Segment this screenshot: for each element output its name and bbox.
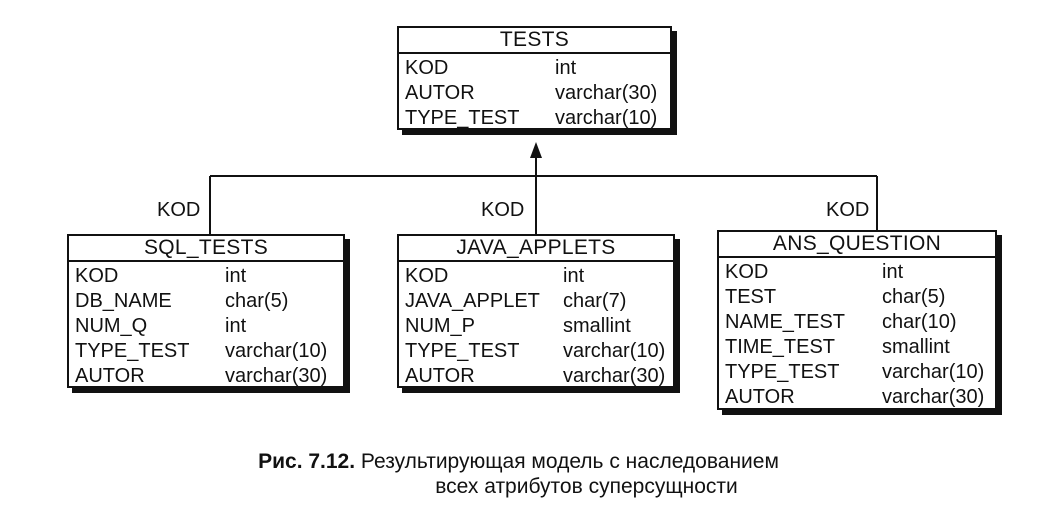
entity-sql-tests: SQL_TESTS KOD int DB_NAME char(5) NUM_Q int… (67, 234, 350, 393)
entity-tests: TESTS KOD int AUTOR varchar(30) TYPE_TEST v… (397, 26, 677, 135)
field-type: char(10) (882, 311, 957, 333)
field-row: TYPE_TEST varchar(10) (75, 339, 343, 364)
field-type: int (563, 265, 585, 287)
field-type: varchar(30) (555, 82, 658, 104)
field-row: DB_NAME char(5) (75, 289, 343, 314)
field-row: KOD int (405, 264, 673, 289)
field-type: smallint (882, 336, 950, 358)
field-name: NAME_TEST (725, 311, 846, 333)
field-name: AUTOR (725, 386, 795, 408)
field-row: TIME_TEST smallint (725, 335, 995, 360)
field-type: varchar(10) (555, 107, 658, 129)
field-type: int (225, 315, 247, 337)
field-name: AUTOR (405, 82, 475, 104)
field-type: varchar(10) (882, 361, 985, 383)
field-type: int (882, 261, 904, 283)
field-type: smallint (563, 315, 631, 337)
field-row: AUTOR varchar(30) (725, 385, 995, 410)
figure-number: Рис. 7.12. (258, 450, 356, 473)
field-row: AUTOR varchar(30) (405, 364, 673, 389)
inheritance-arrowhead (530, 142, 542, 158)
field-name: KOD (725, 261, 769, 283)
field-row: NUM_Q int (75, 314, 343, 339)
field-name: NUM_P (405, 315, 476, 337)
field-row: TEST char(5) (725, 285, 995, 310)
field-name: DB_NAME (75, 290, 172, 312)
field-row: NUM_P smallint (405, 314, 673, 339)
relationship-label-center: KOD (481, 199, 525, 221)
entity-title: SQL_TESTS (69, 236, 343, 262)
relationship-label-left: KOD (157, 199, 201, 221)
field-name: KOD (75, 265, 119, 287)
field-row: TYPE_TEST varchar(10) (405, 339, 673, 364)
entity-title: ANS_QUESTION (719, 232, 995, 258)
field-type: varchar(10) (225, 340, 328, 362)
entity-ans-question: ANS_QUESTION KOD int TEST char(5) NAME_TES… (717, 230, 1002, 415)
field-name: JAVA_APPLET (405, 290, 540, 312)
field-name: AUTOR (75, 365, 145, 387)
field-row: TYPE_TEST varchar(10) (405, 106, 670, 131)
field-type: varchar(10) (563, 340, 666, 362)
field-name: TYPE_TEST (405, 107, 520, 129)
field-type: char(5) (225, 290, 289, 312)
field-type: char(7) (563, 290, 627, 312)
field-name: TYPE_TEST (725, 361, 840, 383)
field-row: TYPE_TEST varchar(10) (725, 360, 995, 385)
entity-title: JAVA_APPLETS (399, 236, 673, 262)
figure-caption-continued: всех атрибутов суперсущности (68, 474, 1037, 500)
field-row: NAME_TEST char(10) (725, 310, 995, 335)
field-name: KOD (405, 265, 449, 287)
figure-caption: Рис. 7.12. Результирующая модель с насле… (0, 449, 1037, 475)
field-type: int (225, 265, 247, 287)
field-type: varchar(30) (882, 386, 985, 408)
field-row: KOD int (75, 264, 343, 289)
field-name: TEST (725, 286, 777, 308)
relationship-label-right: KOD (826, 199, 870, 221)
field-row: KOD int (405, 56, 670, 81)
caption-line-1: Результирующая модель с наследованием (360, 450, 779, 473)
field-name: TYPE_TEST (75, 340, 190, 362)
field-name: KOD (405, 57, 449, 79)
entity-java-applets: JAVA_APPLETS KOD int JAVA_APPLET char(7) N… (397, 234, 680, 393)
field-row: JAVA_APPLET char(7) (405, 289, 673, 314)
field-row: AUTOR varchar(30) (75, 364, 343, 389)
field-name: NUM_Q (75, 315, 148, 337)
field-row: KOD int (725, 260, 995, 285)
entity-title: TESTS (399, 28, 670, 54)
field-type: varchar(30) (225, 365, 328, 387)
field-type: int (555, 57, 577, 79)
field-name: AUTOR (405, 365, 475, 387)
caption-line-2: всех атрибутов суперсущности (435, 475, 738, 498)
field-name: TIME_TEST (725, 336, 836, 358)
field-name: TYPE_TEST (405, 340, 520, 362)
field-row: AUTOR varchar(30) (405, 81, 670, 106)
field-type: char(5) (882, 286, 946, 308)
field-type: varchar(30) (563, 365, 666, 387)
